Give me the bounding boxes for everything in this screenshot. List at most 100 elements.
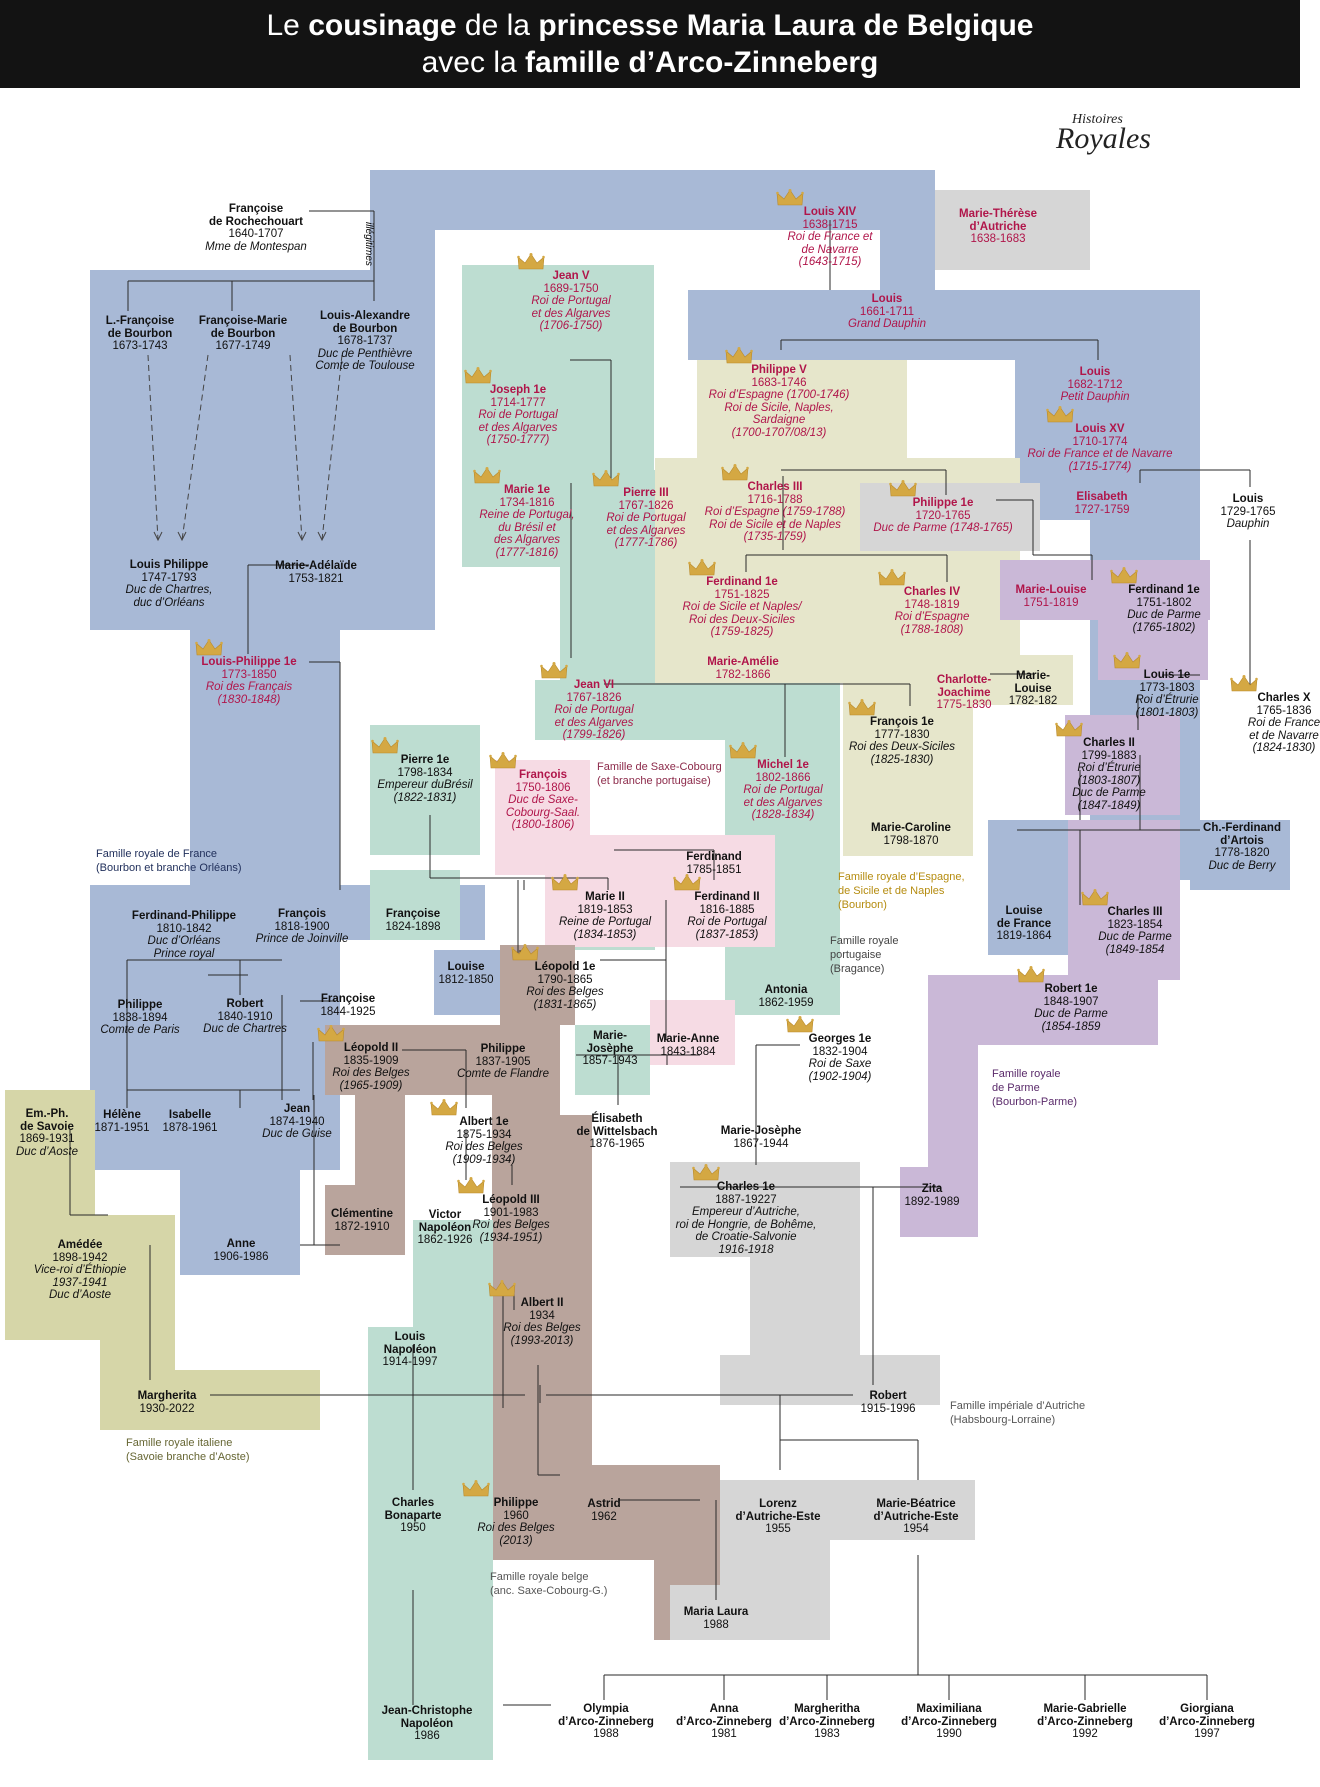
person-title: (1830-1848) <box>217 693 281 706</box>
person-title: Roi des Belges <box>503 1322 581 1335</box>
person-name: Robert <box>226 998 264 1010</box>
person-dates: 1798-1834 <box>397 766 453 779</box>
person-title: Roi de Saxe <box>808 1058 872 1071</box>
region-autriche-mtherese <box>935 190 1090 270</box>
person-dates: 1778-1820 <box>1214 847 1270 860</box>
person-name: Louis-Philippe 1e <box>201 656 297 668</box>
region-belgique <box>492 1025 560 1115</box>
person-dates: 1714-1777 <box>490 396 546 409</box>
person-name: Em.-Ph. <box>25 1108 69 1120</box>
person-name: de Wittelsbach <box>576 1125 658 1138</box>
person-name: de France <box>996 917 1052 930</box>
region-france <box>90 270 435 630</box>
crown-icon <box>464 367 492 385</box>
person-name: Isabelle <box>168 1109 212 1121</box>
person-dates: 1986 <box>414 1730 440 1743</box>
region-parme <box>900 1167 978 1237</box>
person-dates: 1678-1737 <box>337 335 393 348</box>
crown-icon <box>729 742 757 760</box>
person-name: Jean-Christophe <box>381 1705 473 1717</box>
region-parme <box>1065 715 1180 815</box>
person-name: Marie-Anne <box>656 1033 720 1045</box>
person-dates: 1988 <box>593 1728 619 1741</box>
person-title: Duc de Parme (1748-1765) <box>873 522 1013 535</box>
person-title: du Brésil et <box>498 521 556 534</box>
person-dates: 1767-1826 <box>566 691 622 704</box>
title-line-2: avec la famille d’Arco-Zinneberg <box>421 46 879 79</box>
person-title: (1825-1830) <box>870 753 934 766</box>
person-name: Marie-Josèphe <box>720 1125 802 1137</box>
person-name: d’Autriche-Este <box>735 1510 821 1523</box>
person-dates: 1867-1944 <box>733 1137 789 1150</box>
person-title: Duc de Saxe- <box>508 794 578 807</box>
person-title: Duc d’Aoste <box>15 1145 79 1158</box>
person-dates: 1819-1853 <box>577 903 633 916</box>
person-dates: 1638-1683 <box>970 233 1026 246</box>
person-dates: 1871-1951 <box>94 1121 150 1134</box>
person-title: et des Algarves <box>743 796 823 809</box>
person-name: Napoléon <box>418 1221 472 1234</box>
person-title: (1934-1951) <box>479 1231 543 1244</box>
person-name: Anne <box>226 1238 256 1250</box>
person-title: Sardaigne <box>752 414 806 427</box>
person-dates: 1765-1836 <box>1256 704 1312 717</box>
person-title: (1824-1830) <box>1252 742 1316 755</box>
crown-icon <box>511 944 539 962</box>
crown-icon <box>688 559 716 577</box>
person-title: (1700-1707/08/13) <box>731 426 827 439</box>
person-dates: 1640-1707 <box>228 228 284 241</box>
person-title: Roi de France et <box>787 231 873 244</box>
person-name: Léopold II <box>343 1042 399 1054</box>
person-title: (1706-1750) <box>539 320 603 333</box>
person-title: Roi d’Étrurie <box>1135 694 1199 707</box>
person-title: Roi des Belges <box>477 1522 555 1535</box>
person-dates: 1818-1900 <box>274 920 330 933</box>
region-france <box>90 885 340 1170</box>
region-france <box>434 950 504 1015</box>
logo-line-2: Royales <box>1056 122 1151 155</box>
family-label-line: Famille royale d’Espagne, <box>838 871 965 883</box>
person-title: (1837-1853) <box>695 928 759 941</box>
person-dates: 1954 <box>903 1523 929 1536</box>
person-title: Comte de Paris <box>100 1024 180 1037</box>
arrowhead <box>153 531 163 542</box>
person-dates: 1782-182 <box>1008 695 1058 708</box>
person-title: Prince de Joinville <box>255 933 349 946</box>
person-dates: 1887-19227 <box>715 1193 777 1206</box>
person-name: Amédée <box>57 1239 103 1251</box>
person-title: Roi des Belges <box>445 1141 523 1154</box>
person-title: (1801-1803) <box>1135 706 1199 719</box>
person-name: Louis <box>871 293 903 305</box>
person-name: François <box>278 908 326 920</box>
person-title: Duc de Chartres <box>203 1023 287 1036</box>
person-dates: 1981 <box>711 1728 737 1741</box>
person-name: Ch.-Ferdinand <box>1203 822 1281 834</box>
crown-icon <box>1046 406 1074 424</box>
person-name: Ferdinand-Philippe <box>131 910 237 922</box>
person-name: Maximiliana <box>916 1703 982 1715</box>
person-name: Marie-Adélaïde <box>275 560 357 572</box>
person-title: et de Navarre <box>1249 729 1319 742</box>
person-title: (1803-1807) <box>1077 774 1141 787</box>
person-dates: 1751-1819 <box>1023 596 1079 609</box>
person-dates: 1729-1765 <box>1220 505 1276 518</box>
person-dates: 1661-1711 <box>859 305 915 318</box>
person-name: d’Arco-Zinneberg <box>558 1715 654 1728</box>
